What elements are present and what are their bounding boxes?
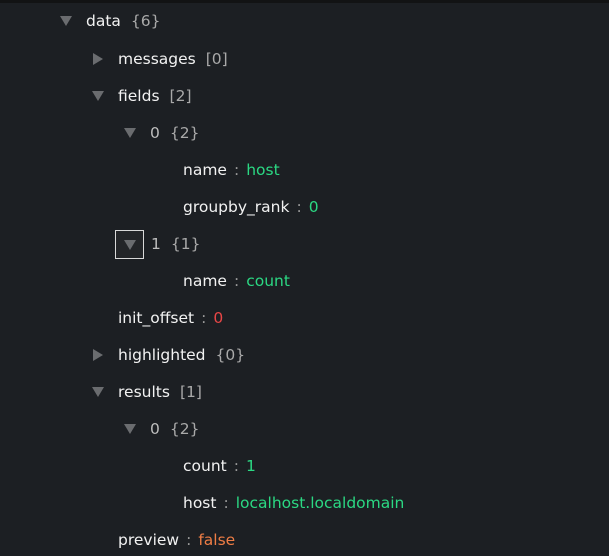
- tree-leaf-init-offset: init_offset : 0: [118, 306, 223, 330]
- node-index: 1: [151, 235, 161, 253]
- node-count: {2}: [169, 124, 200, 142]
- tree-leaf-name: name : host: [183, 158, 280, 182]
- expand-toggle[interactable]: [84, 82, 112, 110]
- separator: :: [201, 309, 207, 327]
- node-key: fields: [118, 87, 160, 105]
- tree-node-data[interactable]: data {6}: [52, 9, 161, 33]
- leaf-value-string: host: [246, 161, 280, 179]
- expand-toggle[interactable]: [84, 45, 112, 73]
- tree-node-results-0[interactable]: 0 {2}: [116, 417, 199, 441]
- leaf-key: init_offset: [118, 309, 195, 327]
- leaf-key: groupby_rank: [183, 198, 290, 216]
- node-count: {0}: [215, 346, 246, 364]
- expand-toggle[interactable]: [52, 7, 80, 35]
- node-count: {1}: [170, 235, 201, 253]
- node-count: {6}: [130, 12, 161, 30]
- expand-toggle[interactable]: [116, 415, 144, 443]
- leaf-value-number: 0: [308, 198, 319, 216]
- triangle-down-icon: [92, 91, 104, 101]
- triangle-down-icon: [92, 387, 104, 397]
- expand-toggle[interactable]: [84, 341, 112, 369]
- node-count: [0]: [205, 50, 228, 68]
- tree-node-fields-0[interactable]: 0 {2}: [116, 121, 199, 145]
- tree-node-fields[interactable]: fields [2]: [84, 84, 192, 108]
- tree-leaf-preview: preview : false: [118, 528, 235, 552]
- separator: :: [233, 161, 240, 179]
- leaf-key: count: [183, 457, 227, 475]
- node-key: highlighted: [118, 346, 206, 364]
- top-border: [0, 0, 609, 3]
- node-key: results: [118, 383, 170, 401]
- node-key: messages: [118, 50, 196, 68]
- node-index: 0: [150, 420, 160, 438]
- tree-leaf-groupby-rank: groupby_rank : 0: [183, 195, 319, 219]
- node-count: [1]: [179, 383, 202, 401]
- tree-node-messages[interactable]: messages [0]: [84, 47, 228, 71]
- leaf-value-string: localhost.localdomain: [235, 494, 405, 512]
- node-index: 0: [150, 124, 160, 142]
- tree-leaf-name: name : count: [183, 269, 290, 293]
- node-key: data: [86, 12, 121, 30]
- triangle-down-icon: [124, 128, 136, 138]
- triangle-right-icon: [93, 349, 103, 361]
- expand-toggle[interactable]: [84, 378, 112, 406]
- tree-node-highlighted[interactable]: highlighted {0}: [84, 343, 245, 367]
- leaf-value-boolean: false: [198, 531, 236, 549]
- expand-toggle[interactable]: [116, 119, 144, 147]
- node-count: {2}: [169, 420, 200, 438]
- separator: :: [233, 457, 239, 475]
- separator: :: [223, 494, 229, 512]
- leaf-key: preview: [118, 531, 180, 549]
- tree-leaf-host: host : localhost.localdomain: [183, 491, 404, 515]
- leaf-key: name: [183, 272, 227, 290]
- separator: :: [296, 198, 302, 216]
- node-count: [2]: [169, 87, 192, 105]
- triangle-down-icon: [124, 424, 136, 434]
- tree-node-fields-1[interactable]: 1 {1}: [115, 230, 201, 259]
- leaf-value-number: 1: [245, 457, 256, 475]
- triangle-down-icon: [60, 16, 72, 26]
- leaf-value-number: 0: [213, 309, 224, 327]
- tree-leaf-count: count : 1: [183, 454, 256, 478]
- leaf-key: name: [183, 161, 227, 179]
- tree-node-results[interactable]: results [1]: [84, 380, 202, 404]
- separator: :: [233, 272, 240, 290]
- separator: :: [186, 531, 192, 549]
- triangle-right-icon: [93, 53, 103, 65]
- triangle-down-icon: [123, 239, 136, 250]
- expand-toggle-focused[interactable]: [115, 230, 144, 259]
- leaf-value-string: count: [246, 272, 290, 290]
- leaf-key: host: [183, 494, 217, 512]
